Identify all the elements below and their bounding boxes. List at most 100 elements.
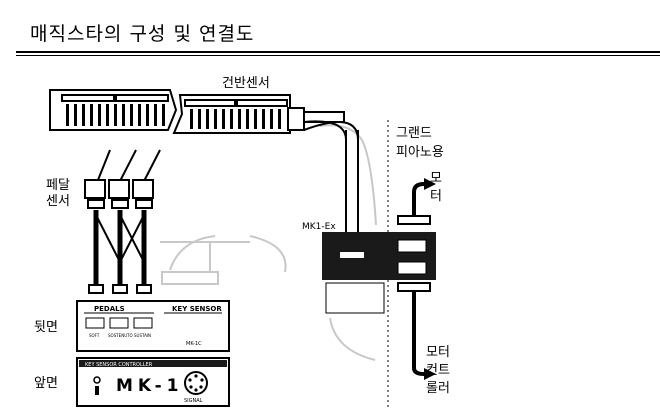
keyboard-sensor-strip (49, 89, 345, 134)
back-model-label: MK-1C (186, 341, 202, 347)
sensor-tooth-16 (214, 109, 217, 129)
pedals-label: PEDALS (94, 305, 125, 313)
keyboard-cable (303, 120, 359, 232)
mk1ex-slot-top (397, 239, 427, 253)
back-side-label: 뒷면 (34, 320, 58, 335)
grand-piano-label-2: 피아노용 (396, 145, 444, 160)
keyboard-cable-path (345, 130, 359, 232)
sensor-tooth-24 (278, 109, 281, 129)
front-panel: KEY SENSOR CONTROLLER MK-1 SIGNAL (76, 357, 230, 407)
grand-piano-label-1: 그랜드 (396, 126, 432, 141)
sensor-teeth (66, 104, 281, 129)
mk1ex-port (340, 252, 364, 258)
sensor-tooth-20 (246, 109, 249, 129)
keysensor-label: KEY SENSOR (172, 305, 222, 313)
pedal-sensor-label-2: 센서 (46, 194, 70, 209)
motor-label-2: 터 (430, 189, 442, 204)
sensor-tooth-12 (162, 104, 165, 126)
sensor-tooth-13 (190, 109, 193, 129)
controller-label-1: 모터 (426, 345, 450, 360)
sensor-tooth-0 (66, 104, 69, 126)
port-soft (85, 317, 105, 329)
front-model-label: MK-1 (116, 376, 184, 396)
title-rule (16, 51, 660, 53)
pedal-plug-2 (112, 284, 128, 294)
signal-label: SIGNAL (184, 398, 203, 404)
connector-pin-1 (188, 378, 192, 382)
power-led-icon (93, 376, 101, 384)
sostenuto-label: SOSTENUTO (108, 333, 133, 338)
strip-head-2 (115, 94, 169, 102)
strip-head-1 (61, 94, 115, 102)
strip-head-3 (184, 99, 236, 107)
mk1ex-label: MK1-Ex (302, 222, 336, 232)
strip-connector-tail (303, 111, 345, 123)
port-sostenuto (109, 317, 129, 329)
pedal-cable-bend (95, 214, 145, 263)
mk1ex-device (322, 215, 436, 314)
sensor-tooth-19 (238, 109, 241, 129)
front-header-text: KEY SENSOR CONTROLLER (85, 362, 153, 368)
pedal-clip-2 (111, 199, 129, 209)
controller-cable (412, 291, 425, 376)
faint-arc-mid (249, 235, 287, 273)
pedal-sensors (84, 149, 161, 294)
sensor-tooth-22 (262, 109, 265, 129)
soft-label: SOFT (89, 333, 100, 338)
sensor-tooth-14 (198, 109, 201, 129)
mk1ex-bottom-port (397, 282, 431, 292)
title-rule-thin (16, 55, 660, 56)
faint-box (161, 271, 219, 285)
mk1ex-top-port (397, 215, 431, 225)
sensor-tooth-8 (130, 104, 133, 126)
controller-label-2: 컨트 (426, 363, 450, 378)
mk1ex-slot-bottom (397, 261, 427, 275)
motor-cable (412, 182, 425, 216)
connector-pin-2 (200, 378, 204, 382)
controller-label-3: 롤러 (426, 381, 450, 396)
sensor-tooth-7 (122, 104, 125, 126)
sensor-tooth-6 (114, 104, 117, 126)
pedal-plug-1 (88, 284, 104, 294)
keyboard-sensor-label: 건반센서 (222, 76, 270, 91)
motor-label-1: 모 (430, 171, 442, 186)
sensor-tooth-2 (82, 104, 85, 126)
strip-connector (287, 107, 305, 131)
connector-pin-0 (194, 374, 198, 378)
sensor-tooth-9 (138, 104, 141, 126)
pedal-sensor-label-1: 페달 (46, 178, 70, 193)
motor-arrow (424, 178, 436, 190)
sensor-tooth-21 (254, 109, 257, 129)
pedal-box-1 (84, 179, 106, 199)
mk1ex-cable-block (325, 282, 385, 314)
connector-pin-3 (189, 385, 193, 389)
connector-pin-4 (199, 385, 203, 389)
sensor-tooth-23 (270, 109, 273, 129)
front-side-label: 앞면 (34, 376, 58, 391)
faint-arc-top (319, 124, 377, 226)
sensor-tooth-1 (74, 104, 77, 126)
back-panel: PEDALS KEY SENSOR SOFT SOSTENUTO SUSTAIN… (76, 300, 230, 352)
power-switch-icon (95, 386, 99, 395)
sustain-label: SUSTAIN (134, 333, 151, 338)
sensor-tooth-18 (230, 109, 233, 129)
pedal-box-2 (108, 179, 130, 199)
sensor-tooth-11 (154, 104, 157, 126)
pedal-box-3 (132, 179, 154, 199)
sensor-tooth-5 (106, 104, 109, 126)
faint-arc-left (169, 235, 216, 271)
strip-head-4 (236, 99, 288, 107)
port-sustain (133, 317, 153, 329)
sensor-tooth-3 (90, 104, 93, 126)
pedal-plug-3 (136, 284, 152, 294)
front-header-band (79, 360, 227, 367)
connector-pin-5 (194, 388, 198, 392)
keyboard-cable-bend (303, 120, 359, 141)
motor-cables (412, 178, 436, 380)
sensor-tooth-17 (222, 109, 225, 129)
pedal-clip-1 (87, 199, 105, 209)
page-title: 매직스타의 구성 및 연결도 (30, 23, 255, 45)
signal-connector-pins (188, 374, 204, 392)
